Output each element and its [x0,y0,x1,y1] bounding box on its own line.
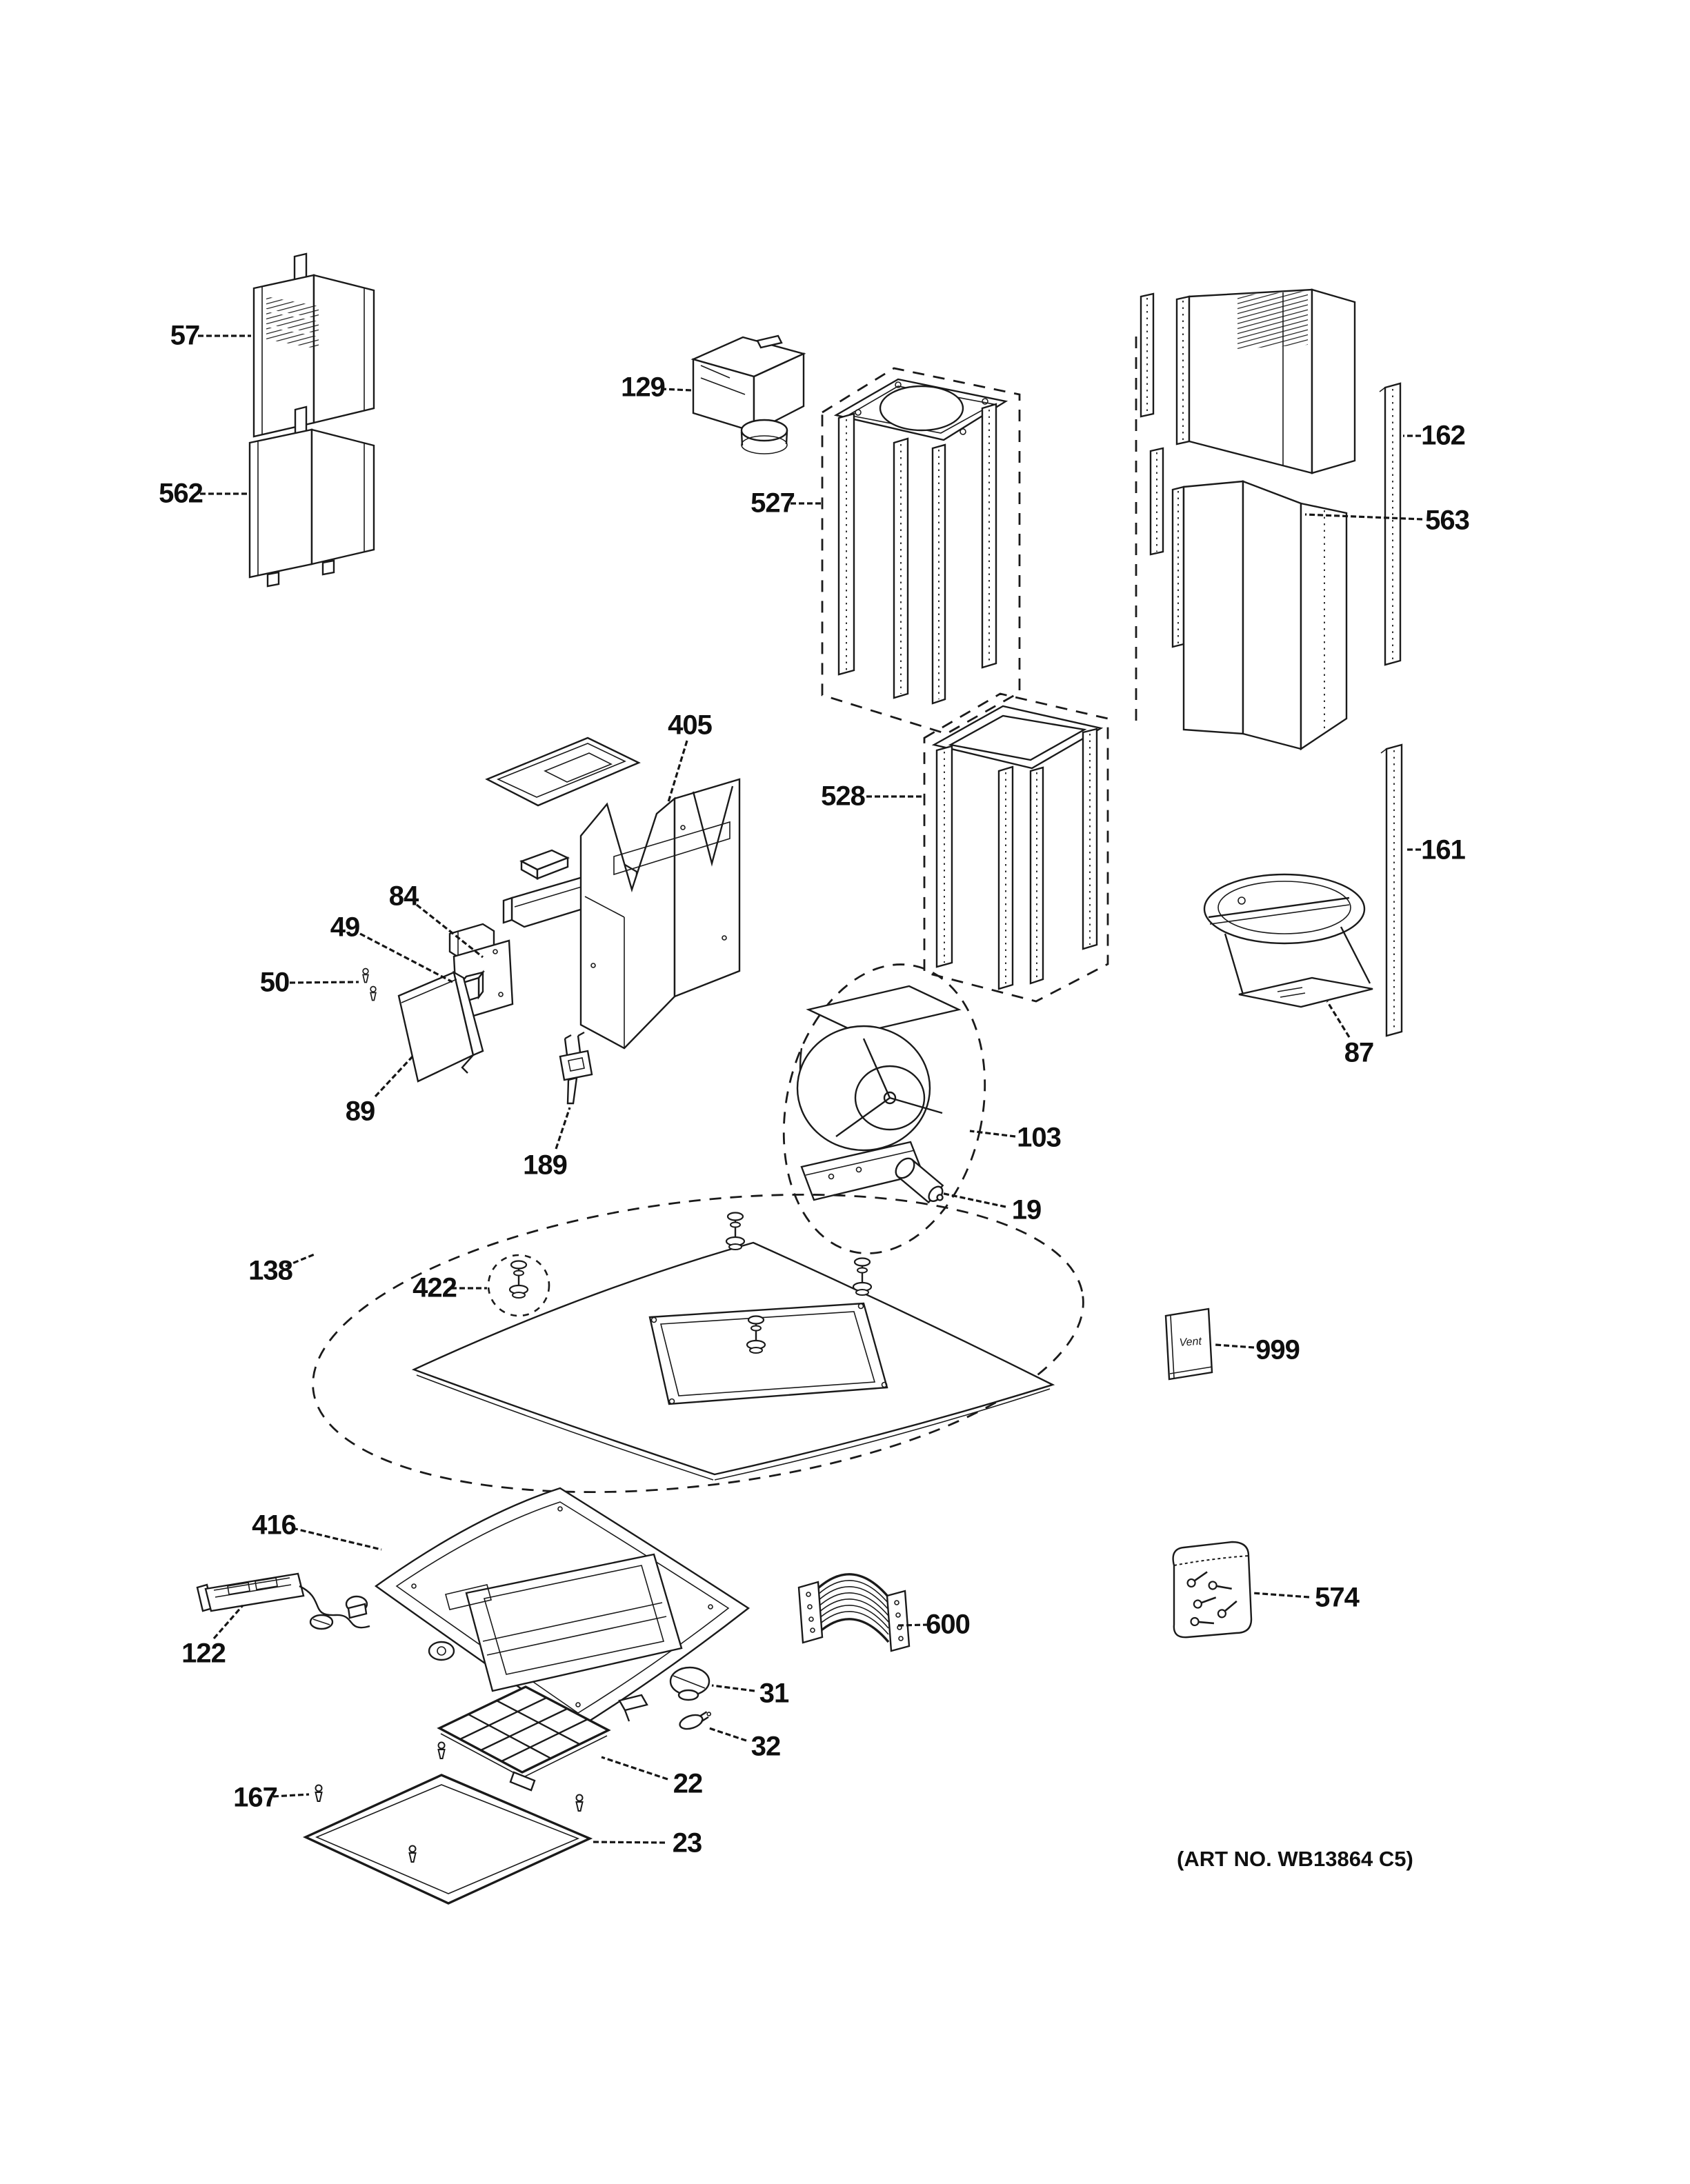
part-167-screw [315,1784,323,1802]
leader-50 [289,981,359,984]
part-189-interlock-switch [559,1031,593,1105]
leader-405 [666,740,688,805]
part-129-damper-duct [690,334,806,454]
part-mounting-rails-center [1135,292,1164,725]
leader-31 [711,1684,755,1692]
leader-49 [359,932,453,983]
callout-31: 31 [759,1678,789,1709]
callout-167: 167 [233,1782,278,1813]
part-405-top-plate [485,737,641,807]
art-number: (ART NO. WB13864 C5) [1177,1847,1413,1871]
leader-84 [416,903,484,959]
leader-167 [272,1793,310,1798]
callout-600: 600 [926,1609,971,1640]
part-122-control-module [196,1572,370,1629]
leader-563 [1304,513,1423,521]
leader-89 [374,1055,414,1098]
part-89-board-cover [397,970,484,1083]
callout-138: 138 [248,1255,293,1286]
callout-103: 103 [1017,1122,1062,1153]
callout-23: 23 [672,1827,702,1859]
leader-22 [601,1756,668,1781]
callout-32: 32 [750,1731,781,1762]
part-23-glass-panel [302,1774,593,1905]
part-527-mounting-frame-upper [821,367,1021,735]
leader-23 [593,1841,666,1844]
callout-49: 49 [330,912,360,943]
part-cap-left2 [309,1614,334,1630]
callout-162: 162 [1421,420,1466,451]
leader-19 [940,1192,1006,1208]
callout-405: 405 [668,710,713,741]
callout-189: 189 [523,1150,568,1181]
part-161-mounting-rail-lower [1380,743,1403,1037]
part-22-grease-filter [437,1685,611,1792]
leader-189 [555,1107,571,1150]
part-416-canopy-frame [374,1487,750,1730]
part-162-mounting-rail-upper [1379,382,1402,666]
part-528-mounting-frame-lower [923,692,1109,1003]
part-103-blower-assembly [782,963,986,1254]
leader-103 [969,1130,1016,1138]
part-knob-center [428,1641,455,1661]
part-999-owners-manual: Vent [1164,1308,1213,1381]
part-87-vent-transition [1203,873,1373,1008]
callout-84: 84 [388,881,419,912]
callout-563: 563 [1425,505,1470,536]
callout-57: 57 [170,320,200,351]
part-422-screw-callout-circle [487,1254,550,1317]
leader-574 [1252,1592,1310,1599]
part-32-lamp [679,1711,712,1730]
part-562-chimney-cover-lower [248,405,375,588]
part-405-duct-housing [579,778,741,1050]
part-563-rear-panel-lower [1171,480,1348,751]
callout-528: 528 [821,781,866,812]
leader-122 [212,1604,244,1640]
part-filter-latch [618,1694,648,1722]
leader-lines [198,334,1423,1844]
callout-89: 89 [345,1096,375,1127]
part-600-flex-duct [797,1573,911,1652]
callout-422: 422 [412,1272,457,1303]
callout-50: 50 [259,967,290,998]
leader-999 [1215,1343,1255,1349]
callout-122: 122 [181,1638,226,1669]
part-19-capacitor [895,1157,944,1204]
callout-129: 129 [621,372,666,403]
leader-87 [1326,1001,1351,1038]
callout-87: 87 [1344,1037,1374,1068]
leader-32 [708,1727,747,1742]
leader-129 [660,388,693,392]
callout-161: 161 [1421,834,1466,865]
booklet-title: Vent [1179,1336,1202,1349]
part-31-knob [669,1666,710,1701]
callout-416: 416 [252,1510,297,1541]
leader-138 [285,1252,317,1268]
leader-416 [292,1527,382,1551]
part-small-tray [519,849,570,881]
callout-999: 999 [1255,1334,1300,1365]
part-cap-left [345,1595,368,1619]
part-50-screws [362,968,377,1001]
callout-22: 22 [673,1768,703,1799]
callout-19: 19 [1011,1194,1042,1225]
part-rear-panel-upper [1175,288,1356,474]
callout-527: 527 [750,488,795,519]
callout-574: 574 [1315,1582,1360,1613]
part-138-canopy-top-assembly [312,1193,1084,1494]
callout-562: 562 [159,478,203,509]
part-57-chimney-cover-upper [252,252,375,438]
part-574-hardware-bag [1172,1541,1253,1639]
